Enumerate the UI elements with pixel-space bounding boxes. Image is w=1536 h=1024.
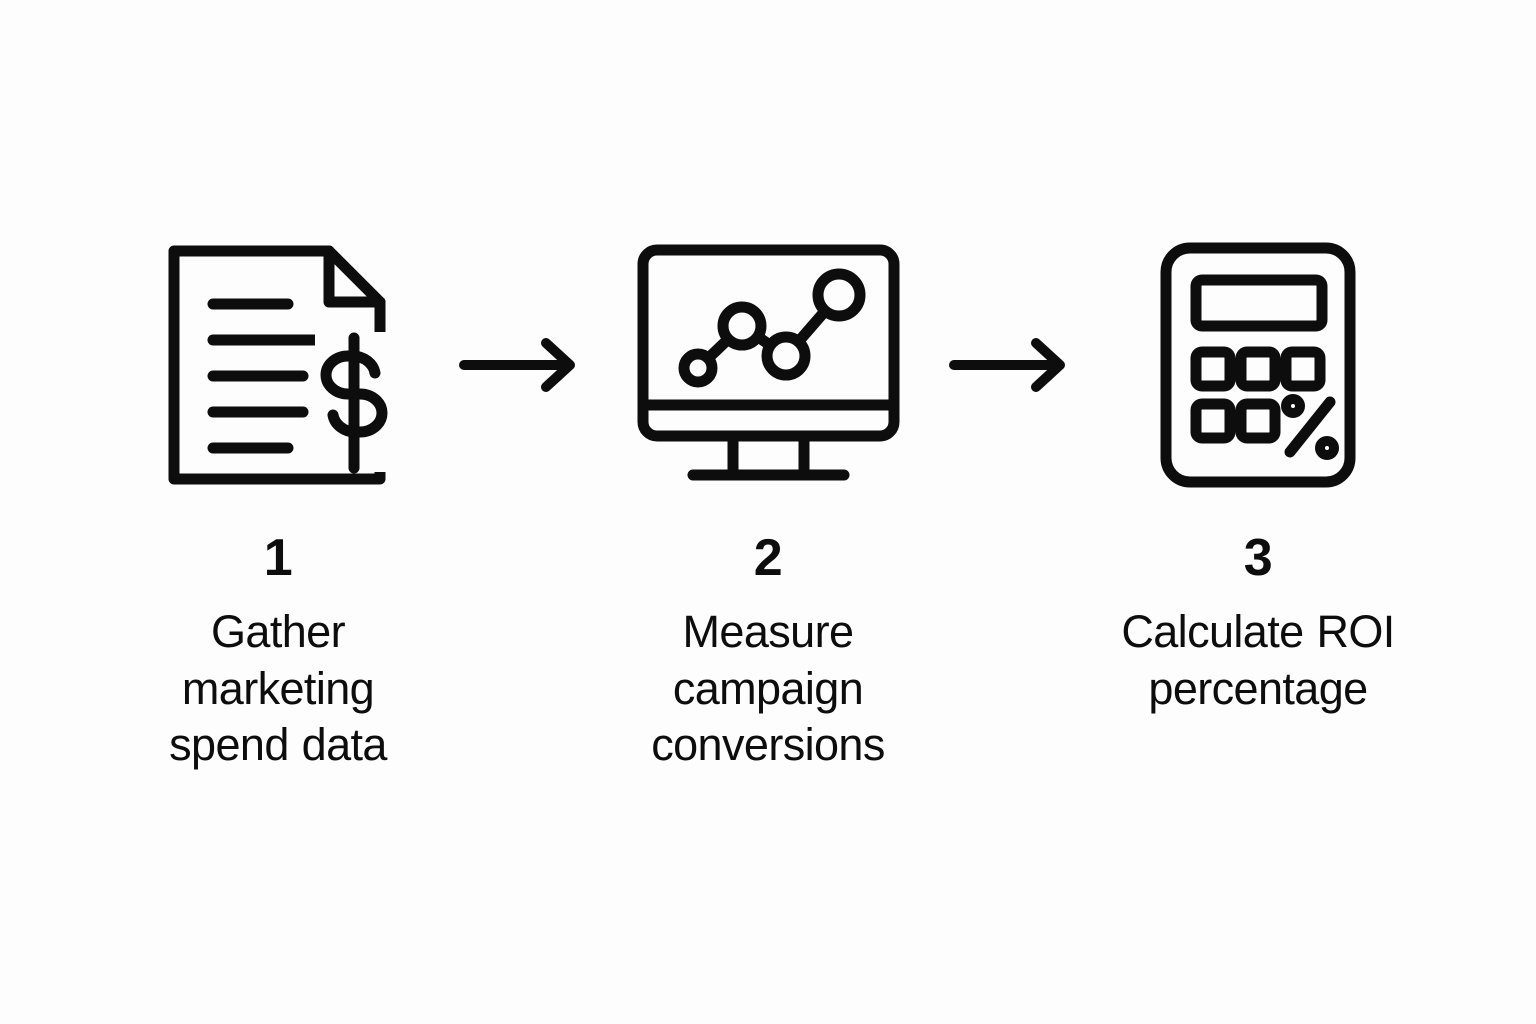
step-3-icon-wrap	[1158, 240, 1358, 490]
connector-1	[443, 0, 603, 490]
step-3-label: Calculate ROI percentage	[1121, 606, 1395, 714]
arrow-right-icon	[949, 338, 1065, 392]
step-1-label: Gather marketing spend data	[169, 606, 387, 771]
connector-2	[933, 0, 1093, 490]
step-2: 2 Measure campaign conversions	[603, 0, 933, 774]
dollar-sign-glyph	[315, 332, 393, 474]
arrow-right-icon	[459, 338, 575, 392]
calculator-percent-icon	[1160, 242, 1356, 488]
connector-1-inner	[458, 240, 588, 490]
monitor-line-chart-icon	[637, 244, 899, 481]
percent-glyph	[1281, 394, 1339, 460]
document-dollar-icon	[168, 245, 393, 485]
step-2-label: Measure campaign conversions	[651, 606, 885, 771]
line-chart-glyph	[692, 289, 844, 374]
step-1-number: 1	[263, 529, 293, 587]
step-3-number: 3	[1243, 529, 1273, 587]
step-2-icon-wrap	[636, 240, 901, 490]
connector-2-inner	[948, 240, 1078, 490]
step-3: 3 Calculate ROI percentage	[1093, 0, 1423, 717]
step-2-number: 2	[753, 529, 783, 587]
step-1-icon-wrap	[163, 240, 393, 490]
step-1: 1 Gather marketing spend data	[113, 0, 443, 774]
